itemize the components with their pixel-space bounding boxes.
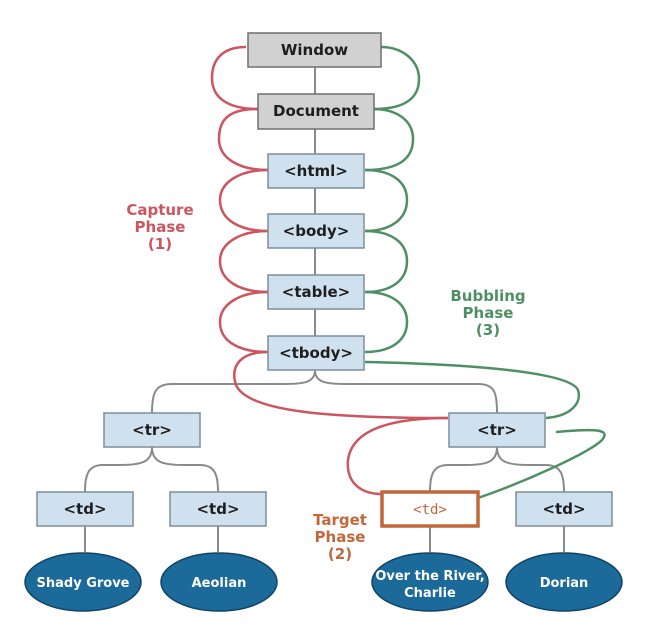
target-phase-line1: Target bbox=[313, 511, 367, 529]
target-phase-label: Target Phase (2) bbox=[313, 511, 367, 563]
connector-tr-right-td4 bbox=[496, 446, 565, 493]
td-target-label: <td> bbox=[413, 502, 447, 518]
document-label: Document bbox=[273, 102, 359, 120]
capture-arc-document-html bbox=[217, 107, 269, 172]
bubble-arc-body-html bbox=[364, 168, 409, 233]
bubble-arc-target-tr bbox=[477, 428, 606, 500]
tbody-node: <tbody> bbox=[267, 335, 365, 371]
capture-arc-window-document bbox=[210, 45, 259, 111]
bubbling-phase-path bbox=[364, 45, 606, 500]
html-node: <html> bbox=[267, 153, 365, 189]
td-target-node: <td> bbox=[380, 490, 480, 528]
td-2-node: <td> bbox=[169, 491, 267, 527]
tr-right-node: <tr> bbox=[448, 412, 546, 448]
tr-left-label: <tr> bbox=[132, 421, 172, 439]
table-node: <table> bbox=[267, 274, 365, 310]
table-label: <table> bbox=[282, 283, 350, 301]
connector-tr-left-td2 bbox=[151, 446, 219, 493]
capture-phase-line3: (1) bbox=[148, 235, 172, 253]
td-1-label: <td> bbox=[63, 500, 106, 518]
tr-left-node: <tr> bbox=[103, 412, 201, 448]
td-4-node: <td> bbox=[515, 491, 613, 527]
leaf-shady-grove: Shady Grove bbox=[24, 552, 142, 612]
connector-tbody-tr-left bbox=[151, 369, 316, 414]
tbody-label: <tbody> bbox=[279, 344, 353, 362]
leaf-dorian-label: Dorian bbox=[540, 576, 589, 591]
leaf-aeolian-label: Aeolian bbox=[192, 576, 247, 591]
connector-tbody-tr-right bbox=[314, 369, 498, 414]
leaf-over-the-river-line1: Over the River, bbox=[375, 569, 484, 584]
bubbling-phase-label: Bubbling Phase (3) bbox=[450, 287, 525, 339]
bubble-arc-document-window bbox=[373, 45, 421, 111]
capture-phase-path bbox=[210, 45, 449, 496]
capture-phase-label: Capture Phase (1) bbox=[126, 201, 193, 253]
bubbling-phase-line2: Phase bbox=[463, 304, 514, 322]
bubbling-phase-line3: (3) bbox=[476, 321, 500, 339]
connector-tr-left-td1 bbox=[84, 446, 153, 493]
html-label: <html> bbox=[284, 162, 348, 180]
tr-right-label: <tr> bbox=[477, 421, 517, 439]
td-1-node: <td> bbox=[36, 491, 134, 527]
capture-arc-tbody-tr bbox=[233, 350, 449, 420]
leaf-over-the-river-line2: Charlie bbox=[404, 586, 456, 601]
bubble-arc-tr-tbody bbox=[364, 360, 581, 420]
connector-tr-right-td-target bbox=[429, 446, 498, 493]
capture-arc-body-table bbox=[218, 229, 269, 294]
target-phase-line2: Phase bbox=[315, 528, 366, 546]
leaf-over-the-river: Over the River, Charlie bbox=[371, 552, 489, 612]
capture-arc-html-body bbox=[218, 168, 269, 233]
leaf-dorian: Dorian bbox=[505, 552, 623, 612]
td-2-label: <td> bbox=[196, 500, 239, 518]
bubble-arc-table-body bbox=[364, 229, 409, 294]
leaf-aeolian: Aeolian bbox=[160, 552, 278, 612]
capture-arc-tr-target bbox=[346, 416, 449, 496]
tree-connectors bbox=[84, 67, 565, 552]
window-label: Window bbox=[281, 41, 348, 59]
body-node: <body> bbox=[267, 213, 365, 249]
body-label: <body> bbox=[283, 222, 350, 240]
document-node: Document bbox=[257, 93, 375, 130]
bubbling-phase-line1: Bubbling bbox=[450, 287, 525, 305]
capture-arc-table-tbody bbox=[218, 290, 269, 354]
bubble-arc-html-document bbox=[364, 107, 415, 172]
leaf-shady-grove-label: Shady Grove bbox=[37, 576, 130, 591]
window-node: Window bbox=[247, 32, 382, 68]
bubble-arc-tbody-table bbox=[364, 290, 409, 354]
target-phase-line3: (2) bbox=[328, 545, 352, 563]
td-4-label: <td> bbox=[542, 500, 585, 518]
capture-phase-line2: Phase bbox=[135, 218, 186, 236]
capture-phase-line1: Capture bbox=[126, 201, 193, 219]
